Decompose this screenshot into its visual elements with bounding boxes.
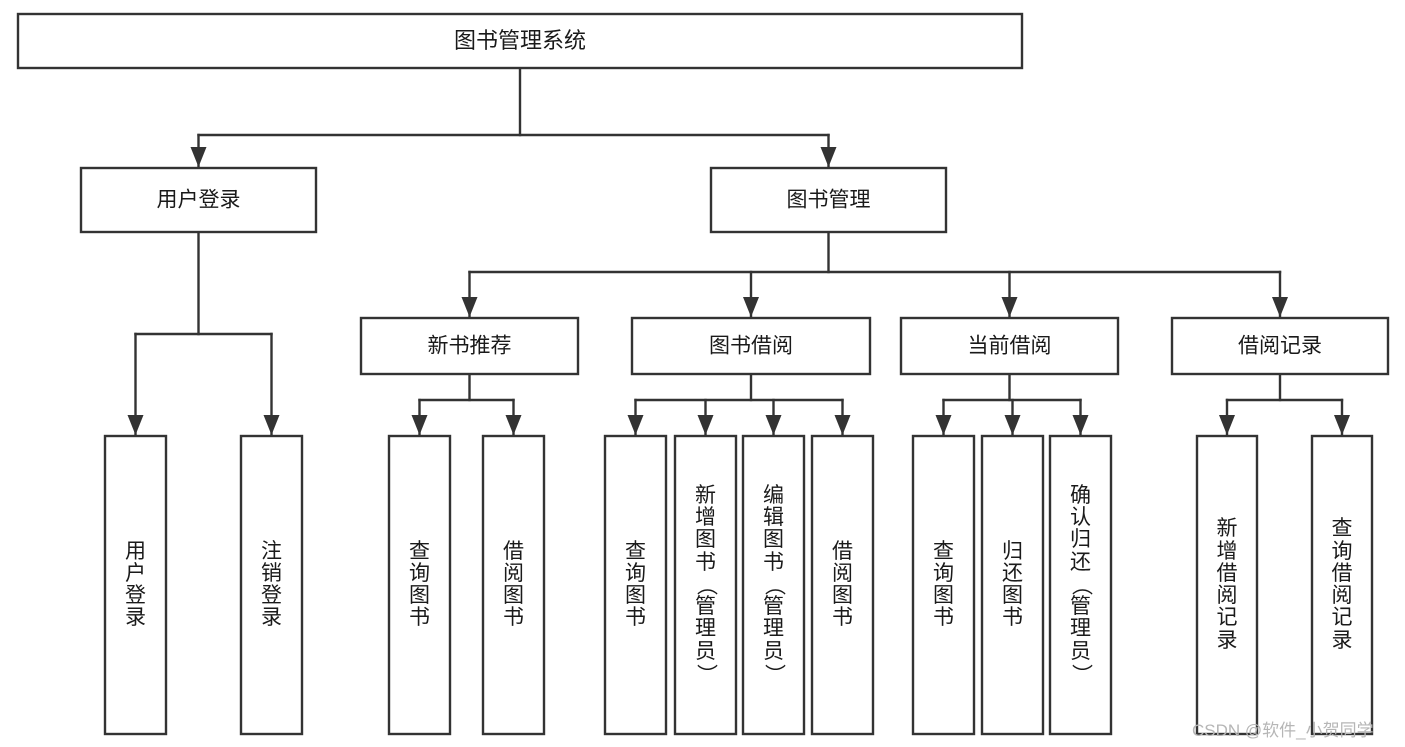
node-box-leaf-5[interactable] (673, 434, 738, 736)
arrow-head-leaf-5 (697, 415, 714, 435)
arrow-head-leaf-9 (1004, 415, 1021, 435)
node-box-level2-0[interactable] (359, 316, 580, 376)
node-label-level2-1: 图书借阅 (709, 335, 793, 358)
arrow-head-level2-0 (461, 297, 478, 317)
node-label-root: 图书管理系统 (454, 28, 586, 53)
arrow-head-leaf-12 (1334, 415, 1350, 435)
node-box-level2-1[interactable] (630, 316, 872, 376)
arrow-head-leaf-2 (411, 415, 428, 435)
node-boxes-group (16, 12, 1390, 736)
arrow-head-level1-1 (820, 147, 837, 167)
arrow-head-leaf-0 (127, 415, 144, 435)
node-box-leaf-3[interactable] (481, 434, 546, 736)
node-box-leaf-1[interactable] (239, 434, 304, 736)
arrow-head-leaf-8 (935, 415, 952, 435)
arrow-head-level2-1 (743, 297, 759, 317)
node-box-level2-3[interactable] (1170, 316, 1390, 376)
node-box-level1-0[interactable] (79, 166, 318, 234)
node-box-level2-2[interactable] (899, 316, 1120, 376)
arrow-head-leaf-11 (1219, 415, 1235, 435)
node-box-leaf-0[interactable] (103, 434, 168, 736)
connector-lines-group (127, 66, 1350, 436)
arrow-head-leaf-1 (263, 415, 280, 435)
arrow-head-level2-2 (1001, 297, 1018, 317)
node-box-leaf-9[interactable] (980, 434, 1045, 736)
node-label-level2-0: 新书推荐 (428, 335, 512, 358)
node-box-leaf-10[interactable] (1048, 434, 1113, 736)
node-box-leaf-11[interactable] (1195, 434, 1259, 736)
node-box-leaf-8[interactable] (911, 434, 976, 736)
node-box-leaf-6[interactable] (741, 434, 806, 736)
node-box-root[interactable] (16, 12, 1024, 70)
arrow-head-leaf-6 (765, 415, 782, 435)
arrow-head-level1-0 (190, 147, 207, 167)
node-label-level2-2: 当前借阅 (968, 335, 1052, 358)
node-box-level1-1[interactable] (709, 166, 948, 234)
arrow-head-leaf-7 (834, 415, 851, 435)
arrow-head-leaf-3 (505, 415, 522, 435)
node-box-leaf-12[interactable] (1310, 434, 1374, 736)
arrow-head-level2-3 (1272, 297, 1288, 317)
arrow-head-leaf-10 (1072, 415, 1089, 435)
node-box-leaf-7[interactable] (810, 434, 875, 736)
node-label-level2-3: 借阅记录 (1238, 335, 1322, 358)
node-box-leaf-2[interactable] (387, 434, 452, 736)
node-label-level1-1: 图书管理 (787, 189, 871, 212)
node-box-leaf-4[interactable] (603, 434, 668, 736)
arrow-head-leaf-4 (627, 415, 644, 435)
node-label-level1-0: 用户登录 (157, 189, 241, 212)
